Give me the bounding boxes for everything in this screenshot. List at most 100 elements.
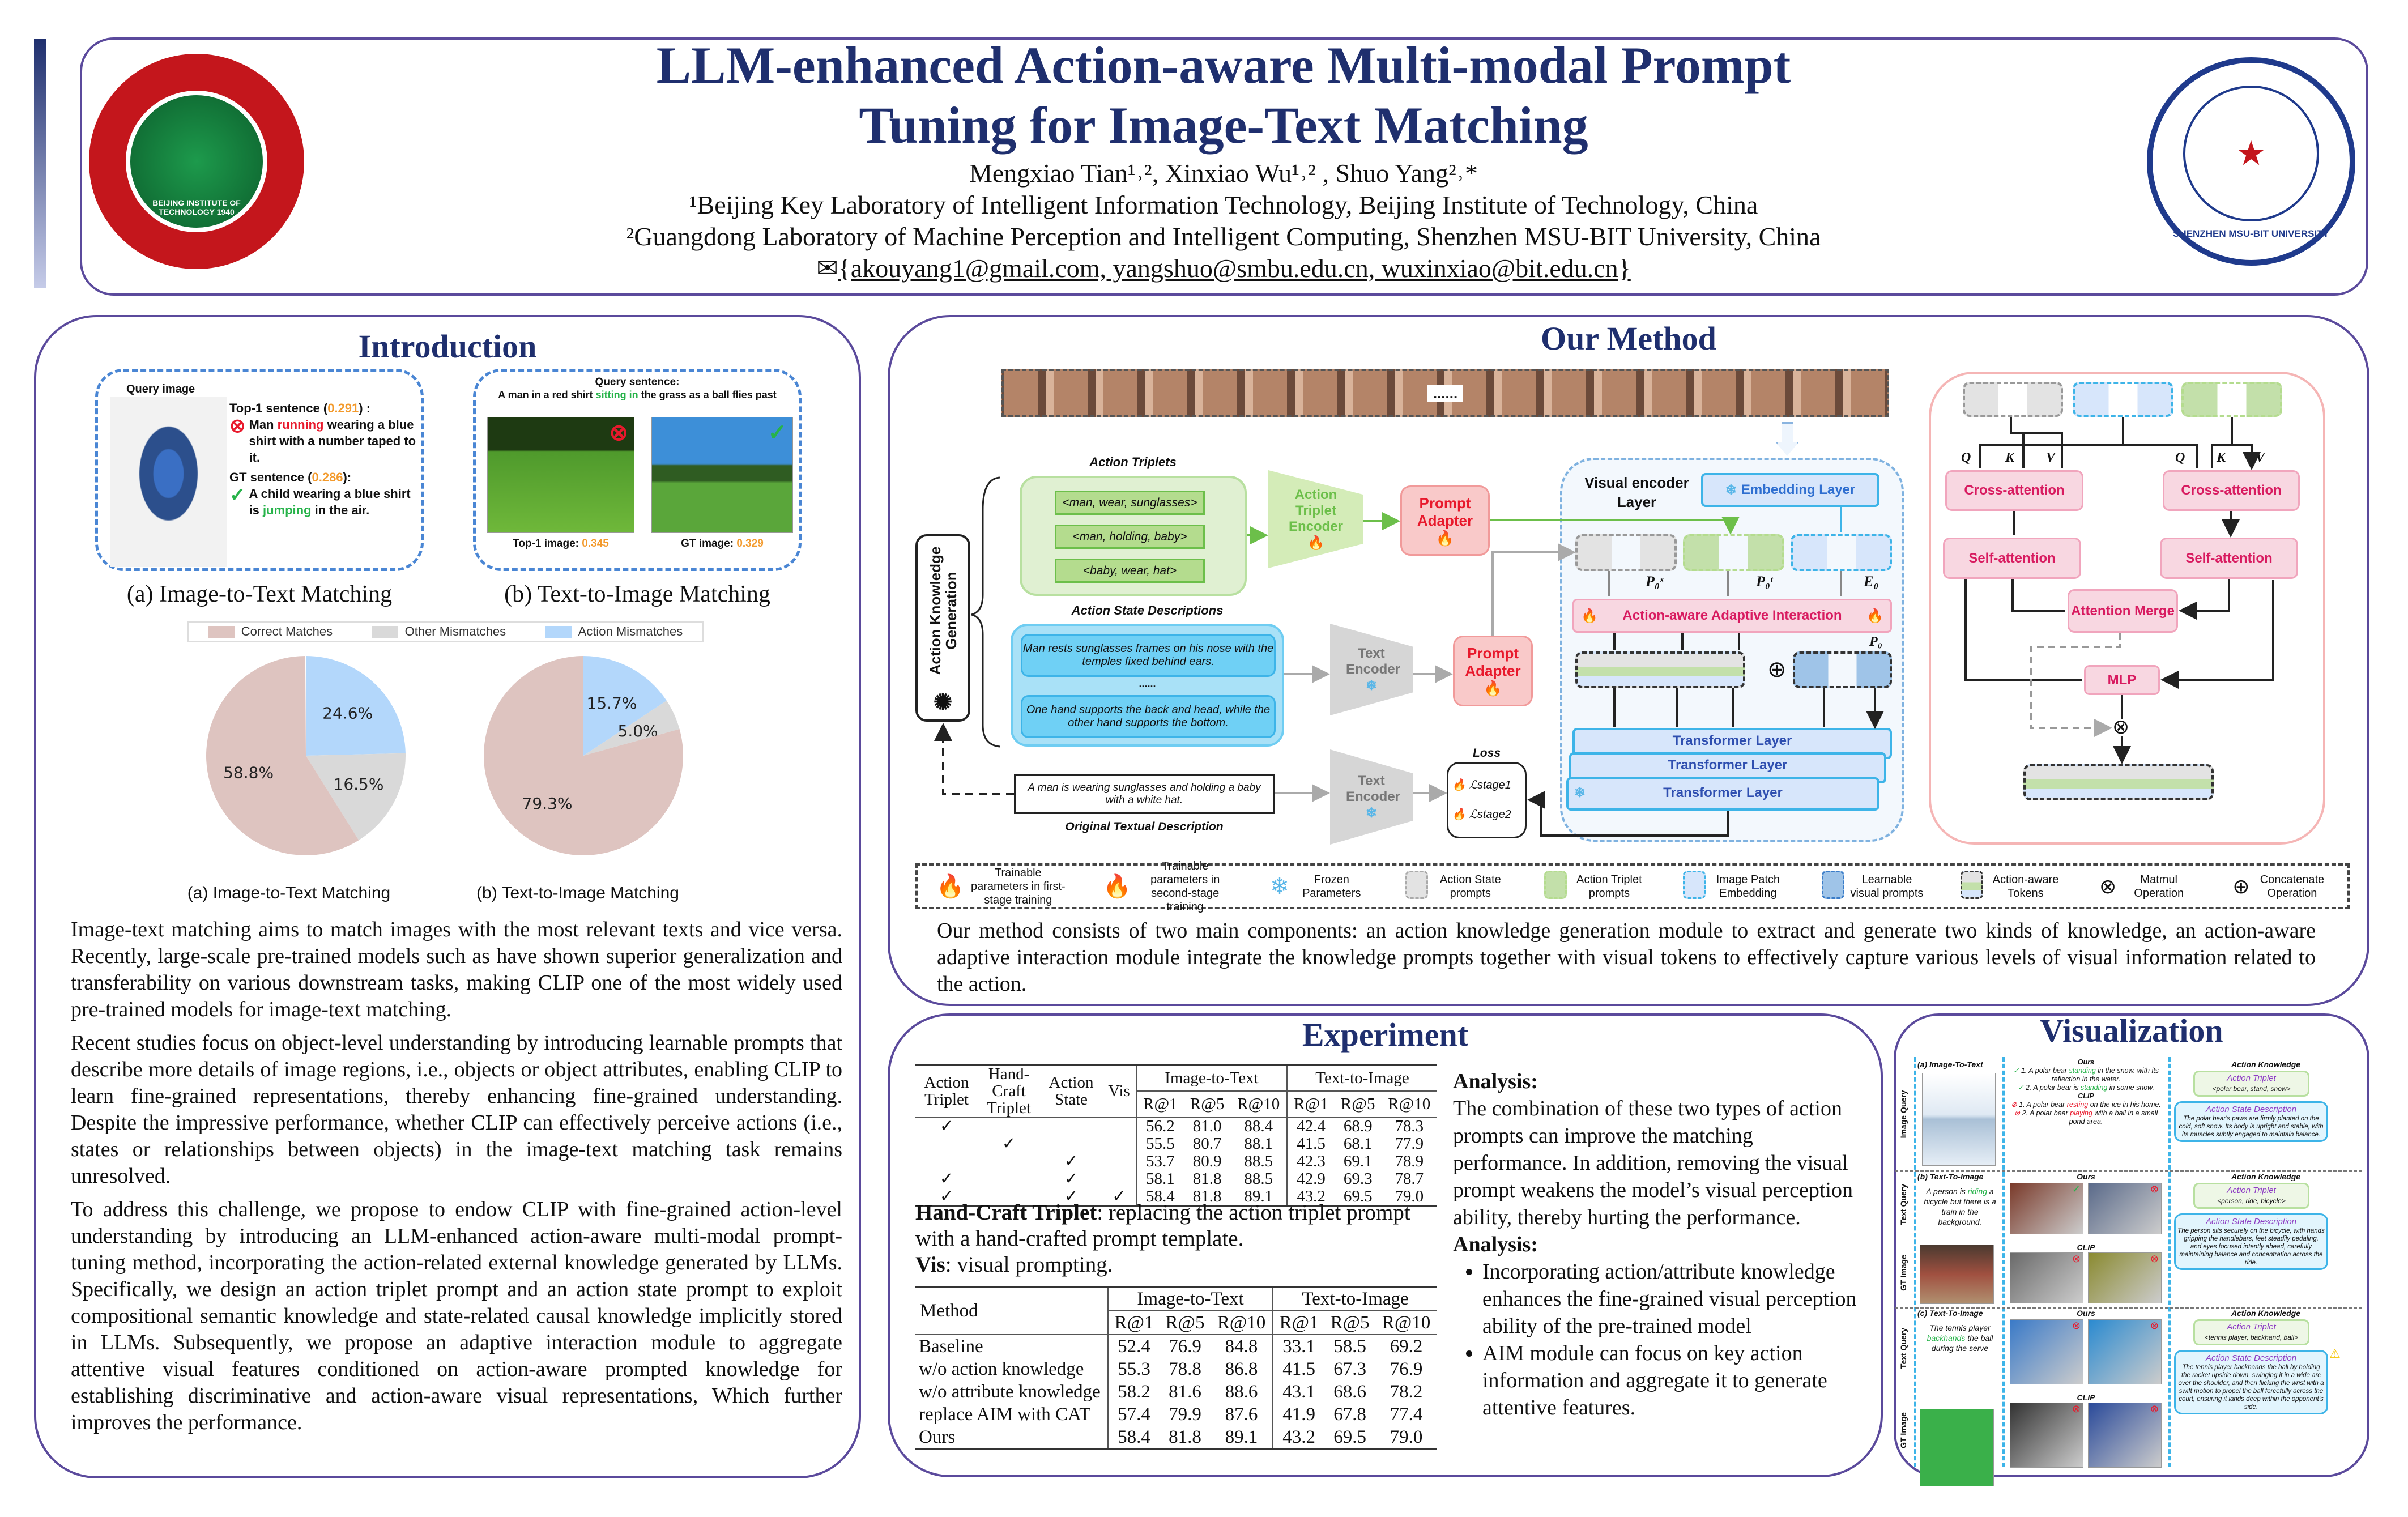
check-cell <box>978 1117 1040 1135</box>
check-icon: ✓ <box>2013 1067 2019 1075</box>
pie-slice <box>206 656 359 855</box>
loss-label: Loss <box>1472 747 1501 760</box>
text-encoder-label: Text Encoder <box>1346 645 1401 677</box>
flame-pink-icon: 🔥 <box>1866 608 1883 624</box>
pie-slice <box>583 700 680 756</box>
value-cell: 42.9 <box>1286 1170 1335 1188</box>
metric-header: R@1 <box>1272 1311 1325 1335</box>
value-cell: 68.1 <box>1343 1135 1373 1153</box>
strip-ellipsis: ...... <box>1427 384 1464 402</box>
action-knowledge-generation-box: Action Knowledge Generation ✺ <box>915 534 970 722</box>
column-header: Method <box>915 1286 1108 1335</box>
ours-label: Ours <box>2077 1058 2095 1066</box>
check-cell: ✓ <box>939 1187 954 1205</box>
action-triplet-box: Action Triplet<polar bear, stand, snow> <box>2193 1071 2309 1097</box>
pie-slice <box>483 656 683 855</box>
legend-label: Action-aware Tokens <box>1992 873 2059 900</box>
action-state-label: Action State Description <box>2205 1353 2297 1363</box>
mixed-token-icon <box>1960 870 1983 902</box>
note-text: : visual prompting. <box>945 1252 1113 1277</box>
group-header: Text-to-Image <box>1286 1064 1437 1092</box>
flame-red-icon: 🔥 <box>1435 529 1455 547</box>
column-header: Hand-Craft Triplet <box>987 1065 1031 1117</box>
encoder-label: Action Triplet Encoder <box>1288 487 1344 534</box>
value-cell: 58.1 <box>1136 1170 1184 1188</box>
action-state-label: Action State Description <box>2205 1105 2297 1114</box>
logo-bit: BEIJING INSTITUTE OF TECHNOLOGY 1940 <box>89 54 304 269</box>
flame-red-icon: 🔥 <box>1581 608 1598 624</box>
retrieved-image: ✓ <box>2010 1183 2083 1234</box>
metric-header: R@5 <box>1190 1094 1225 1113</box>
blue-token-icon <box>1821 870 1844 902</box>
check-cell <box>978 1153 1040 1170</box>
value-cell: 79.9 <box>1169 1404 1201 1425</box>
mail-icon: ✉ <box>816 254 838 283</box>
prompt-adapter-1: Prompt Adapter🔥 <box>1400 485 1490 556</box>
value-cell: 81.6 <box>1169 1382 1201 1402</box>
original-text-label: Original Textual Description <box>1065 820 1224 833</box>
triplet-item: <baby, wear, hat> <box>1055 559 1205 583</box>
title-line-2: Tuning for Image-Text Matching <box>859 96 1588 154</box>
analysis-paragraph: The combination of these two types of ac… <box>1453 1097 1853 1229</box>
pie-slice <box>306 656 406 756</box>
legend-label: Image Patch Embedding <box>1716 873 1780 900</box>
clip-label: CLIP <box>2077 1393 2095 1402</box>
legend-label: Action State prompts <box>1439 873 1501 900</box>
pie-caption-b: (b) Text-to-Image Matching <box>476 884 679 902</box>
method-cell: Ours <box>919 1427 956 1447</box>
legend-item: ⊗Matmul Operation <box>2099 873 2196 900</box>
pie-value-label: 15.7% <box>587 694 637 713</box>
action-state-description: The person sits securely on the bicycle,… <box>2177 1228 2325 1266</box>
group-header: Image-to-Text <box>1107 1286 1273 1311</box>
cross-icon: ⊗ <box>229 415 246 437</box>
ours-label: Ours <box>2077 1172 2095 1181</box>
analysis-heading: Analysis: <box>1453 1233 1538 1256</box>
action-aware-tokens <box>2023 764 2214 800</box>
legend-label: Concatenate Operation <box>2260 873 2325 900</box>
row-label: Image Query <box>1899 1090 1908 1139</box>
query-sentence: A man in a red shirt sitting in the gras… <box>498 389 777 400</box>
method-cell: w/o action knowledge <box>919 1359 1084 1379</box>
action-knowledge-label: Action Knowledge <box>2231 1172 2301 1181</box>
legend-item: Action-aware Tokens <box>1960 870 2062 902</box>
warning-icon: ⚠ <box>2329 1346 2341 1361</box>
gt-image <box>1920 1409 1994 1486</box>
snowflake-icon: ❄ <box>1574 785 1586 800</box>
column-header: Vis <box>1108 1082 1130 1100</box>
transformer-label: Transformer Layer <box>1668 757 1788 773</box>
section-title: Visualization <box>2040 1012 2223 1049</box>
value-cell: 69.5 <box>1333 1427 1366 1447</box>
section-title: Our Method <box>1541 320 1716 357</box>
value-cell: 68.6 <box>1333 1382 1366 1402</box>
flame-red-icon: 🔥 <box>1484 680 1502 697</box>
row-heading: (a) Image-To-Text <box>1917 1060 1983 1069</box>
accent-bar <box>34 39 46 288</box>
p0s-label: P₀ˢ <box>1646 573 1664 590</box>
email[interactable]: {akouyang1@gmail.com, yangshuo@smbu.edu.… <box>838 254 1631 283</box>
intro-paragraph: Image-text matching aims to match images… <box>71 918 842 1021</box>
gt-image-score: GT image: 0.329 <box>681 538 764 549</box>
flame-pink-icon: 🔥 <box>1103 874 1132 899</box>
transformer-label: Transformer Layer <box>1663 785 1783 800</box>
value-cell: 84.8 <box>1225 1336 1258 1357</box>
retrieved-image: ⊗ <box>2088 1319 2162 1384</box>
retrieved-image: ⊗ <box>2088 1252 2162 1303</box>
value-cell: 80.9 <box>1192 1152 1222 1170</box>
legend-label: Action Triplet prompts <box>1576 873 1642 900</box>
value-cell: 41.5 <box>1272 1358 1325 1380</box>
gt-sentence: A child wearing a blue shirt is jumping … <box>249 487 411 517</box>
cross-icon: ⊗ <box>2150 1403 2159 1414</box>
value-cell: 41.5 <box>1286 1135 1335 1153</box>
loss-stage1: ℒstage1 <box>1469 779 1511 791</box>
video-frame-strip: ...... <box>1001 369 1889 417</box>
concat-icon: ⊕ <box>1767 657 1787 682</box>
retrieved-image: ⊗ <box>2010 1403 2083 1468</box>
action-state-label: Action State Description <box>2205 1217 2297 1226</box>
value-cell: 89.1 <box>1244 1187 1273 1205</box>
action-triplet-prompt-tokens <box>1683 534 1784 571</box>
value-cell: 58.2 <box>1107 1380 1160 1403</box>
